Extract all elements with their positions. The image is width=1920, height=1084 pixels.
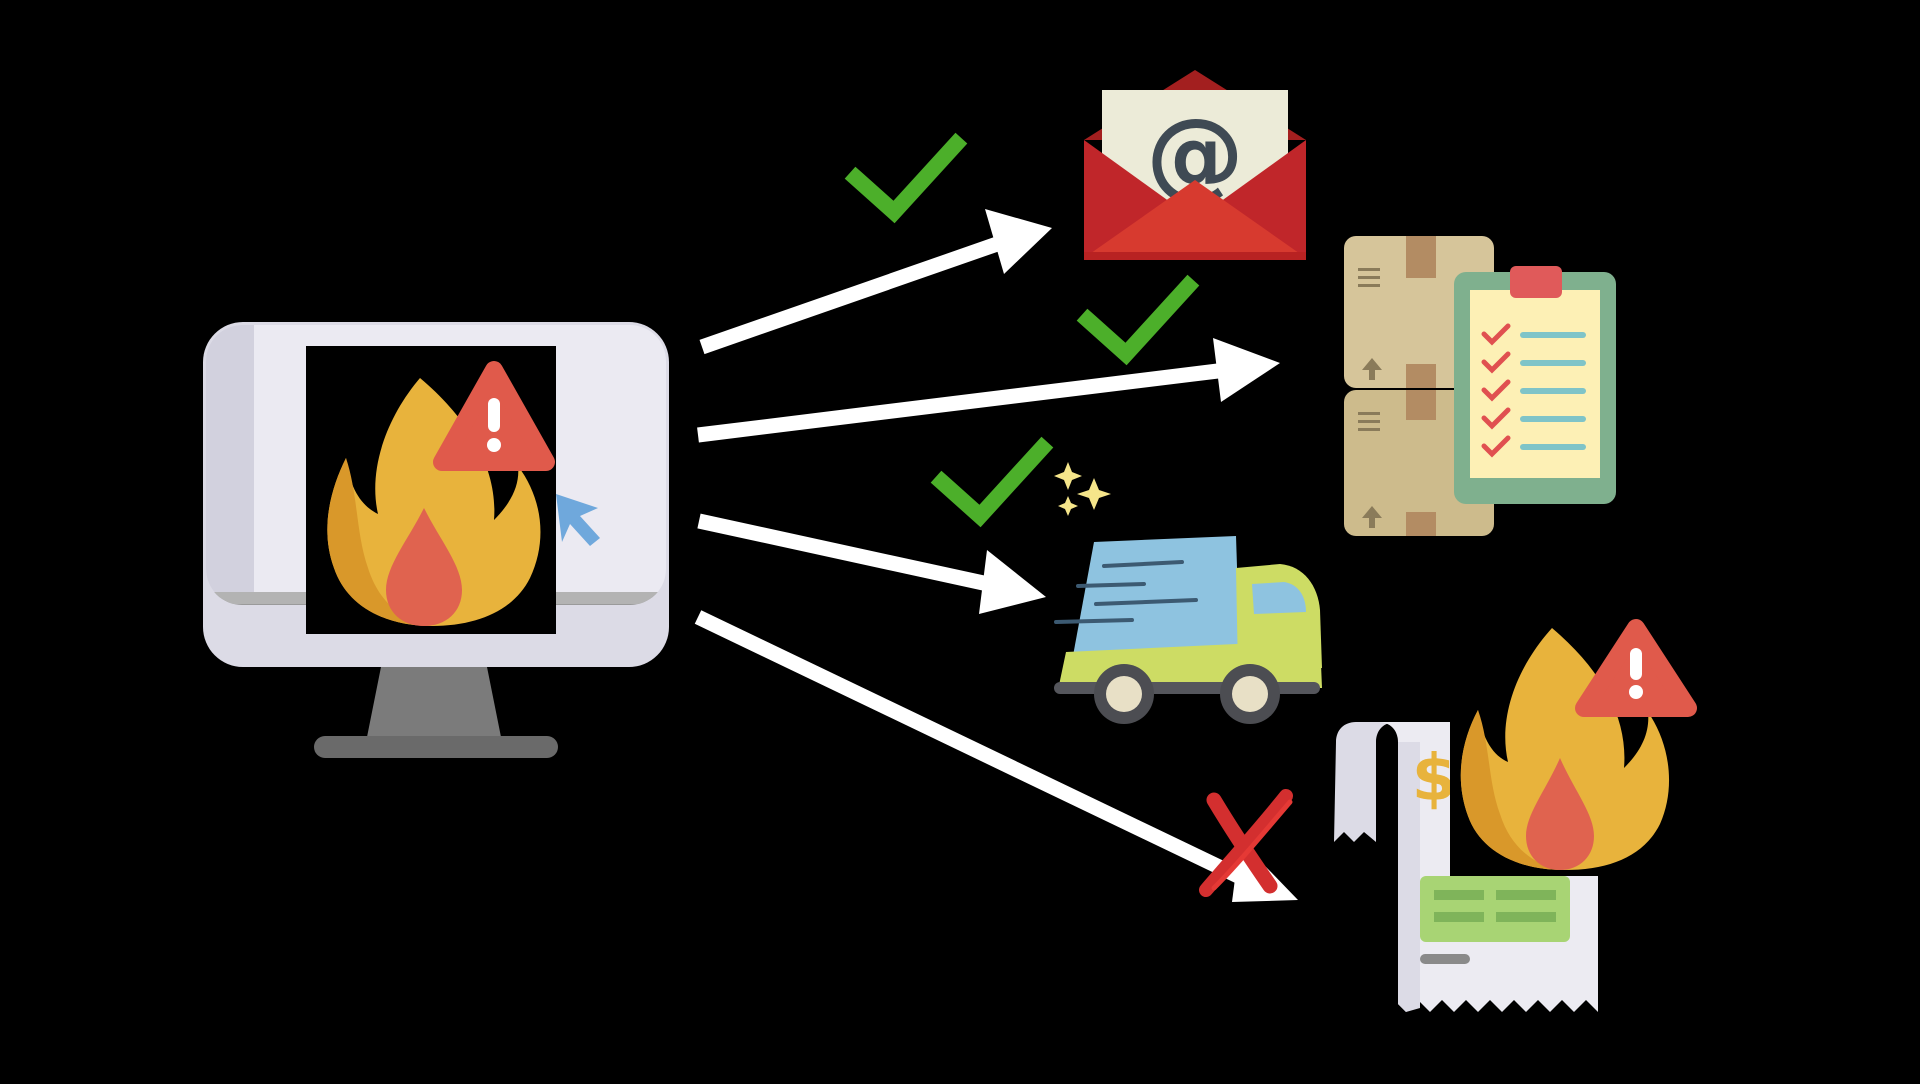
delivery-truck-icon	[1054, 462, 1322, 724]
wheel	[1220, 664, 1280, 724]
monitor-base	[314, 736, 558, 758]
warning-icon	[433, 361, 555, 471]
flow-arrow-email	[699, 209, 1052, 355]
boxes-and-checklist-icon	[1344, 236, 1616, 536]
email-envelope-icon: @	[1084, 70, 1306, 260]
sparkle-icon	[1054, 462, 1111, 516]
flow-arrow-delivery	[697, 513, 1046, 614]
flow-arrow-inventory	[697, 338, 1280, 443]
warning-icon	[1575, 619, 1697, 717]
flame-icon	[327, 378, 541, 626]
cursor-icon	[556, 494, 600, 546]
receipt-on-fire-icon: $	[1334, 619, 1697, 1012]
checklist-lines	[1520, 332, 1586, 450]
cross-icon	[1199, 789, 1293, 897]
monitor-on-fire-icon	[203, 322, 669, 758]
speed-lines	[1054, 560, 1198, 624]
receipt-currency-symbol: $	[1412, 742, 1457, 816]
check-icon	[930, 436, 1054, 528]
monitor-stand	[366, 662, 502, 742]
checklist-checks	[1481, 323, 1511, 458]
flame-icon	[1460, 628, 1670, 870]
check-icon	[1076, 274, 1200, 366]
wheel	[1094, 664, 1154, 724]
check-icon	[844, 132, 968, 224]
